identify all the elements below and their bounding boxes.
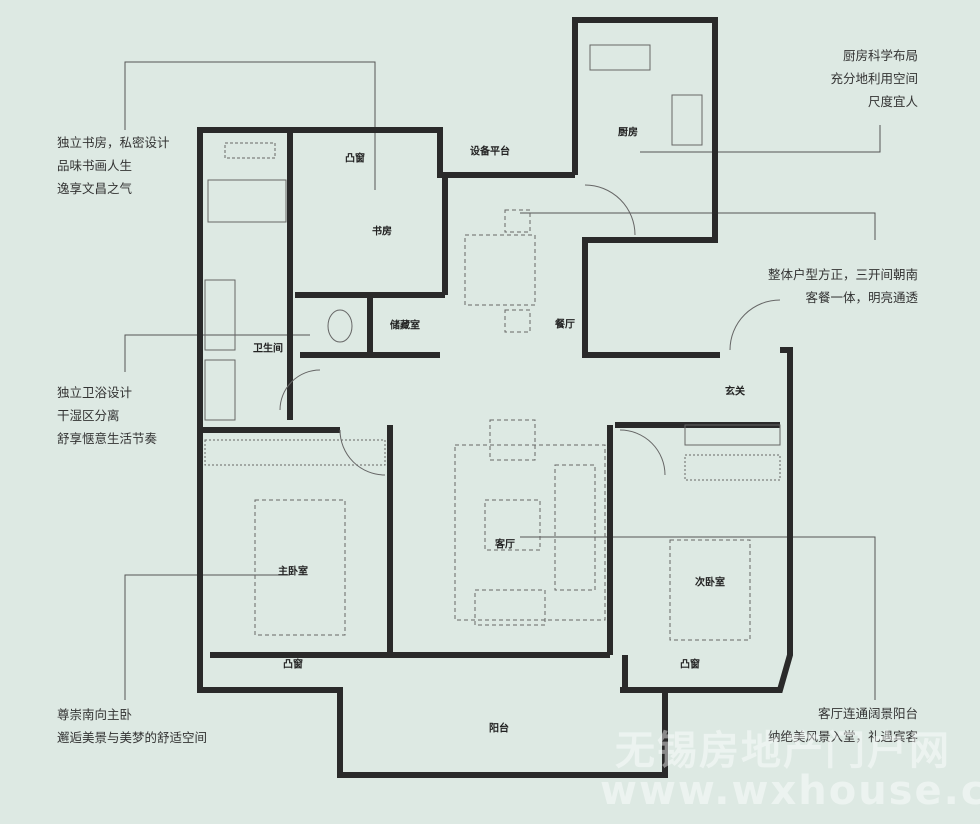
kitchen-annotation: 厨房科学布局 充分地利用空间 尺度宜人 xyxy=(830,44,918,113)
annotation-line: 尊崇南向主卧 xyxy=(57,707,133,722)
room-label-master-bedroom: 主卧室 xyxy=(278,566,308,578)
layout-annotation: 整体户型方正，三开间朝南 客餐一体，明亮通透 xyxy=(768,263,918,309)
annotation-line: 舒享惬意生活节奏 xyxy=(57,431,158,446)
annotation-line: 邂逅美景与美梦的舒适空间 xyxy=(57,730,208,745)
study-annotation: 独立书房，私密设计 品味书画人生 逸享文昌之气 xyxy=(57,131,170,200)
annotation-line: 纳绝美风景入堂，礼遇宾客 xyxy=(767,729,918,744)
room-label-foyer: 玄关 xyxy=(725,386,745,398)
room-label-master-bay-window: 凸窗 xyxy=(283,659,303,671)
annotation-line: 尺度宜人 xyxy=(867,94,918,109)
annotation-line: 独立卫浴设计 xyxy=(57,385,133,400)
watermark-url: www.wxhouse.com xyxy=(600,768,980,814)
fixtures xyxy=(204,44,781,641)
watermark-text: 无锡房地产门户网 xyxy=(615,728,951,774)
room-label-study: 书房 xyxy=(372,226,392,238)
annotation-line: 品味书画人生 xyxy=(57,158,133,173)
annotation-line: 客厅连通阔景阳台 xyxy=(817,706,918,721)
room-label-dining: 餐厅 xyxy=(555,319,575,331)
master-annotation: 尊崇南向主卧 邂逅美景与美梦的舒适空间 xyxy=(57,703,207,749)
room-label-storage: 储藏室 xyxy=(390,320,420,332)
room-label-living: 客厅 xyxy=(495,539,515,551)
room-label-kitchen: 厨房 xyxy=(618,127,638,139)
room-label-bay-window: 凸窗 xyxy=(345,153,365,165)
annotation-line: 客餐一体，明亮通透 xyxy=(805,290,918,305)
annotation-line: 逸享文昌之气 xyxy=(57,181,133,196)
room-label-equipment-platform: 设备平台 xyxy=(470,146,510,158)
annotation-line: 充分地利用空间 xyxy=(830,71,918,86)
annotation-line: 独立书房，私密设计 xyxy=(57,135,170,150)
annotation-line: 整体户型方正，三开间朝南 xyxy=(767,267,918,282)
room-label-balcony: 阳台 xyxy=(489,723,509,735)
leader-lines xyxy=(124,61,881,700)
walls xyxy=(197,17,793,778)
annotation-line: 厨房科学布局 xyxy=(842,48,918,63)
room-label-bathroom: 卫生间 xyxy=(253,343,283,355)
living-annotation: 客厅连通阔景阳台 纳绝美风景入堂，礼遇宾客 xyxy=(768,702,918,748)
bathroom-annotation: 独立卫浴设计 干湿区分离 舒享惬意生活节奏 xyxy=(57,381,157,450)
room-label-second-bay-window: 凸窗 xyxy=(680,659,700,671)
room-label-second-bedroom: 次卧室 xyxy=(695,577,725,589)
annotation-line: 干湿区分离 xyxy=(57,408,120,423)
